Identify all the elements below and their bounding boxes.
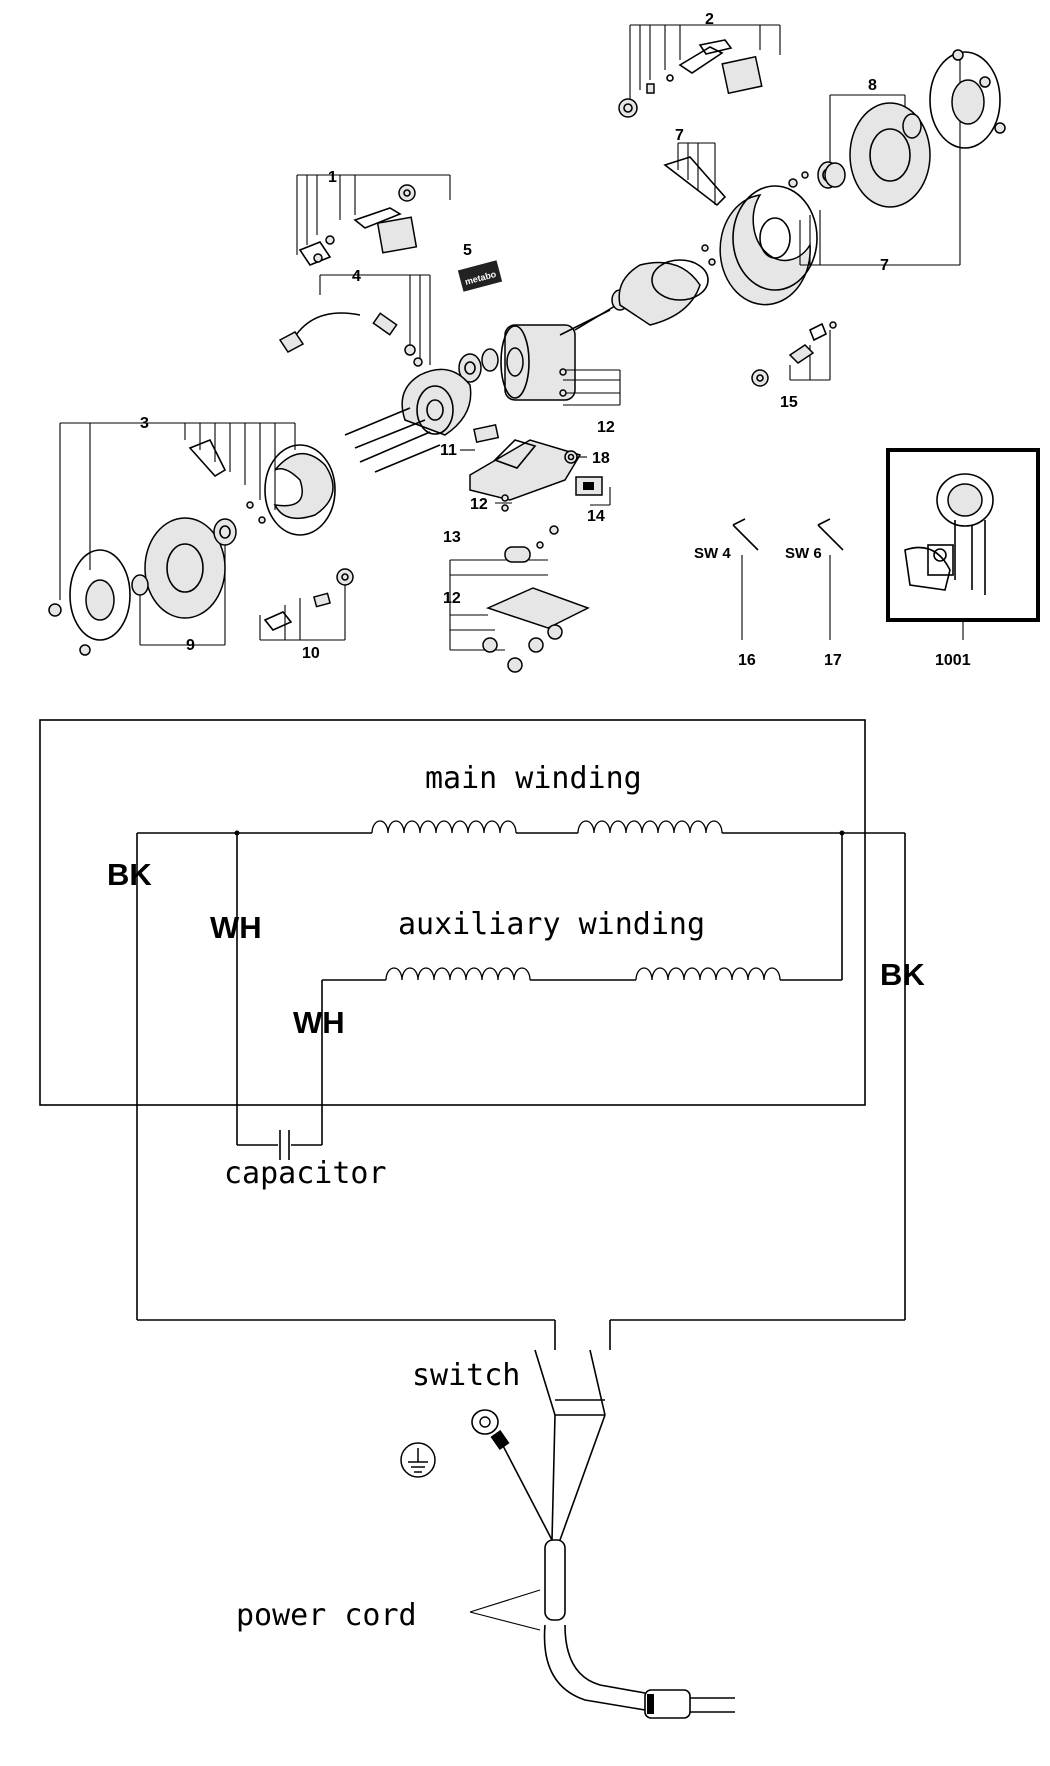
main-winding-coil-2 [577,820,723,834]
part-group-2 [618,24,781,118]
part-group-12b [495,494,512,512]
label-5: 5 [463,242,472,259]
part-group-7 [663,142,960,306]
code-wh-lower: WH [293,1005,345,1040]
code-bk-left: BK [107,857,152,892]
bottom-plate [450,587,590,673]
brand-plate: metabo [457,260,503,292]
main-winding-label: main winding [425,761,642,796]
label-16: 16 [738,652,756,669]
label-1001: 1001 [935,652,971,669]
wrench-sw4 [732,518,759,640]
label-12-b: 12 [470,496,488,513]
label-14: 14 [587,508,605,525]
exploded-view: 2 8 [48,11,1040,673]
aux-winding-coil-2 [635,967,781,981]
switch-symbol [499,1349,606,1541]
right-flange [929,49,1006,265]
wrench-label-sw6: SW 6 [785,545,822,562]
wiring-diagram: main winding auxiliary winding capacitor… [39,719,925,1719]
power-cord [469,1539,735,1719]
label-7-bottom: 7 [880,257,889,274]
label-9: 9 [186,637,195,654]
label-7-top: 7 [675,127,684,144]
wrench-label-sw4: SW 4 [694,545,731,562]
label-13: 13 [443,529,461,546]
part-18 [564,450,587,464]
part-group-10 [259,568,354,641]
part-group-8 [817,94,931,208]
ground-icon [400,1409,510,1478]
tie-rods [344,407,441,473]
code-bk-right: BK [880,957,925,992]
label-2: 2 [705,11,714,28]
label-3: 3 [140,415,149,432]
main-winding-coil-1 [371,820,517,834]
part-13 [449,525,559,650]
left-flange [48,549,131,656]
label-15: 15 [780,394,798,411]
power-cord-label: power cord [236,1598,417,1633]
right-housing [618,244,716,326]
label-10: 10 [302,645,320,662]
part-group-4 [278,274,431,367]
base [460,423,582,501]
aux-winding-coil-1 [385,967,531,981]
motor [458,289,629,401]
switch-label: switch [412,1358,520,1393]
capacitor-label: capacitor [224,1156,387,1191]
part-group-9 [131,517,237,646]
part-group-12a [559,368,621,406]
motor-outline [39,719,866,1106]
part-14 [575,476,611,506]
part-group-3 [59,422,336,600]
label-8: 8 [868,77,877,94]
label-4: 4 [352,268,361,285]
inset-1001 [886,448,1040,640]
auxiliary-winding-label: auxiliary winding [398,907,705,942]
label-12-c: 12 [443,590,461,607]
code-wh-upper: WH [210,910,262,945]
part-group-15 [751,321,837,387]
label-11: 11 [440,442,457,459]
label-12-a: 12 [597,419,615,436]
label-1: 1 [328,169,337,186]
part-group-1 [296,174,451,266]
left-housing [401,368,472,436]
label-18: 18 [592,450,610,467]
label-17: 17 [824,652,842,669]
wrench-sw6 [817,518,844,640]
